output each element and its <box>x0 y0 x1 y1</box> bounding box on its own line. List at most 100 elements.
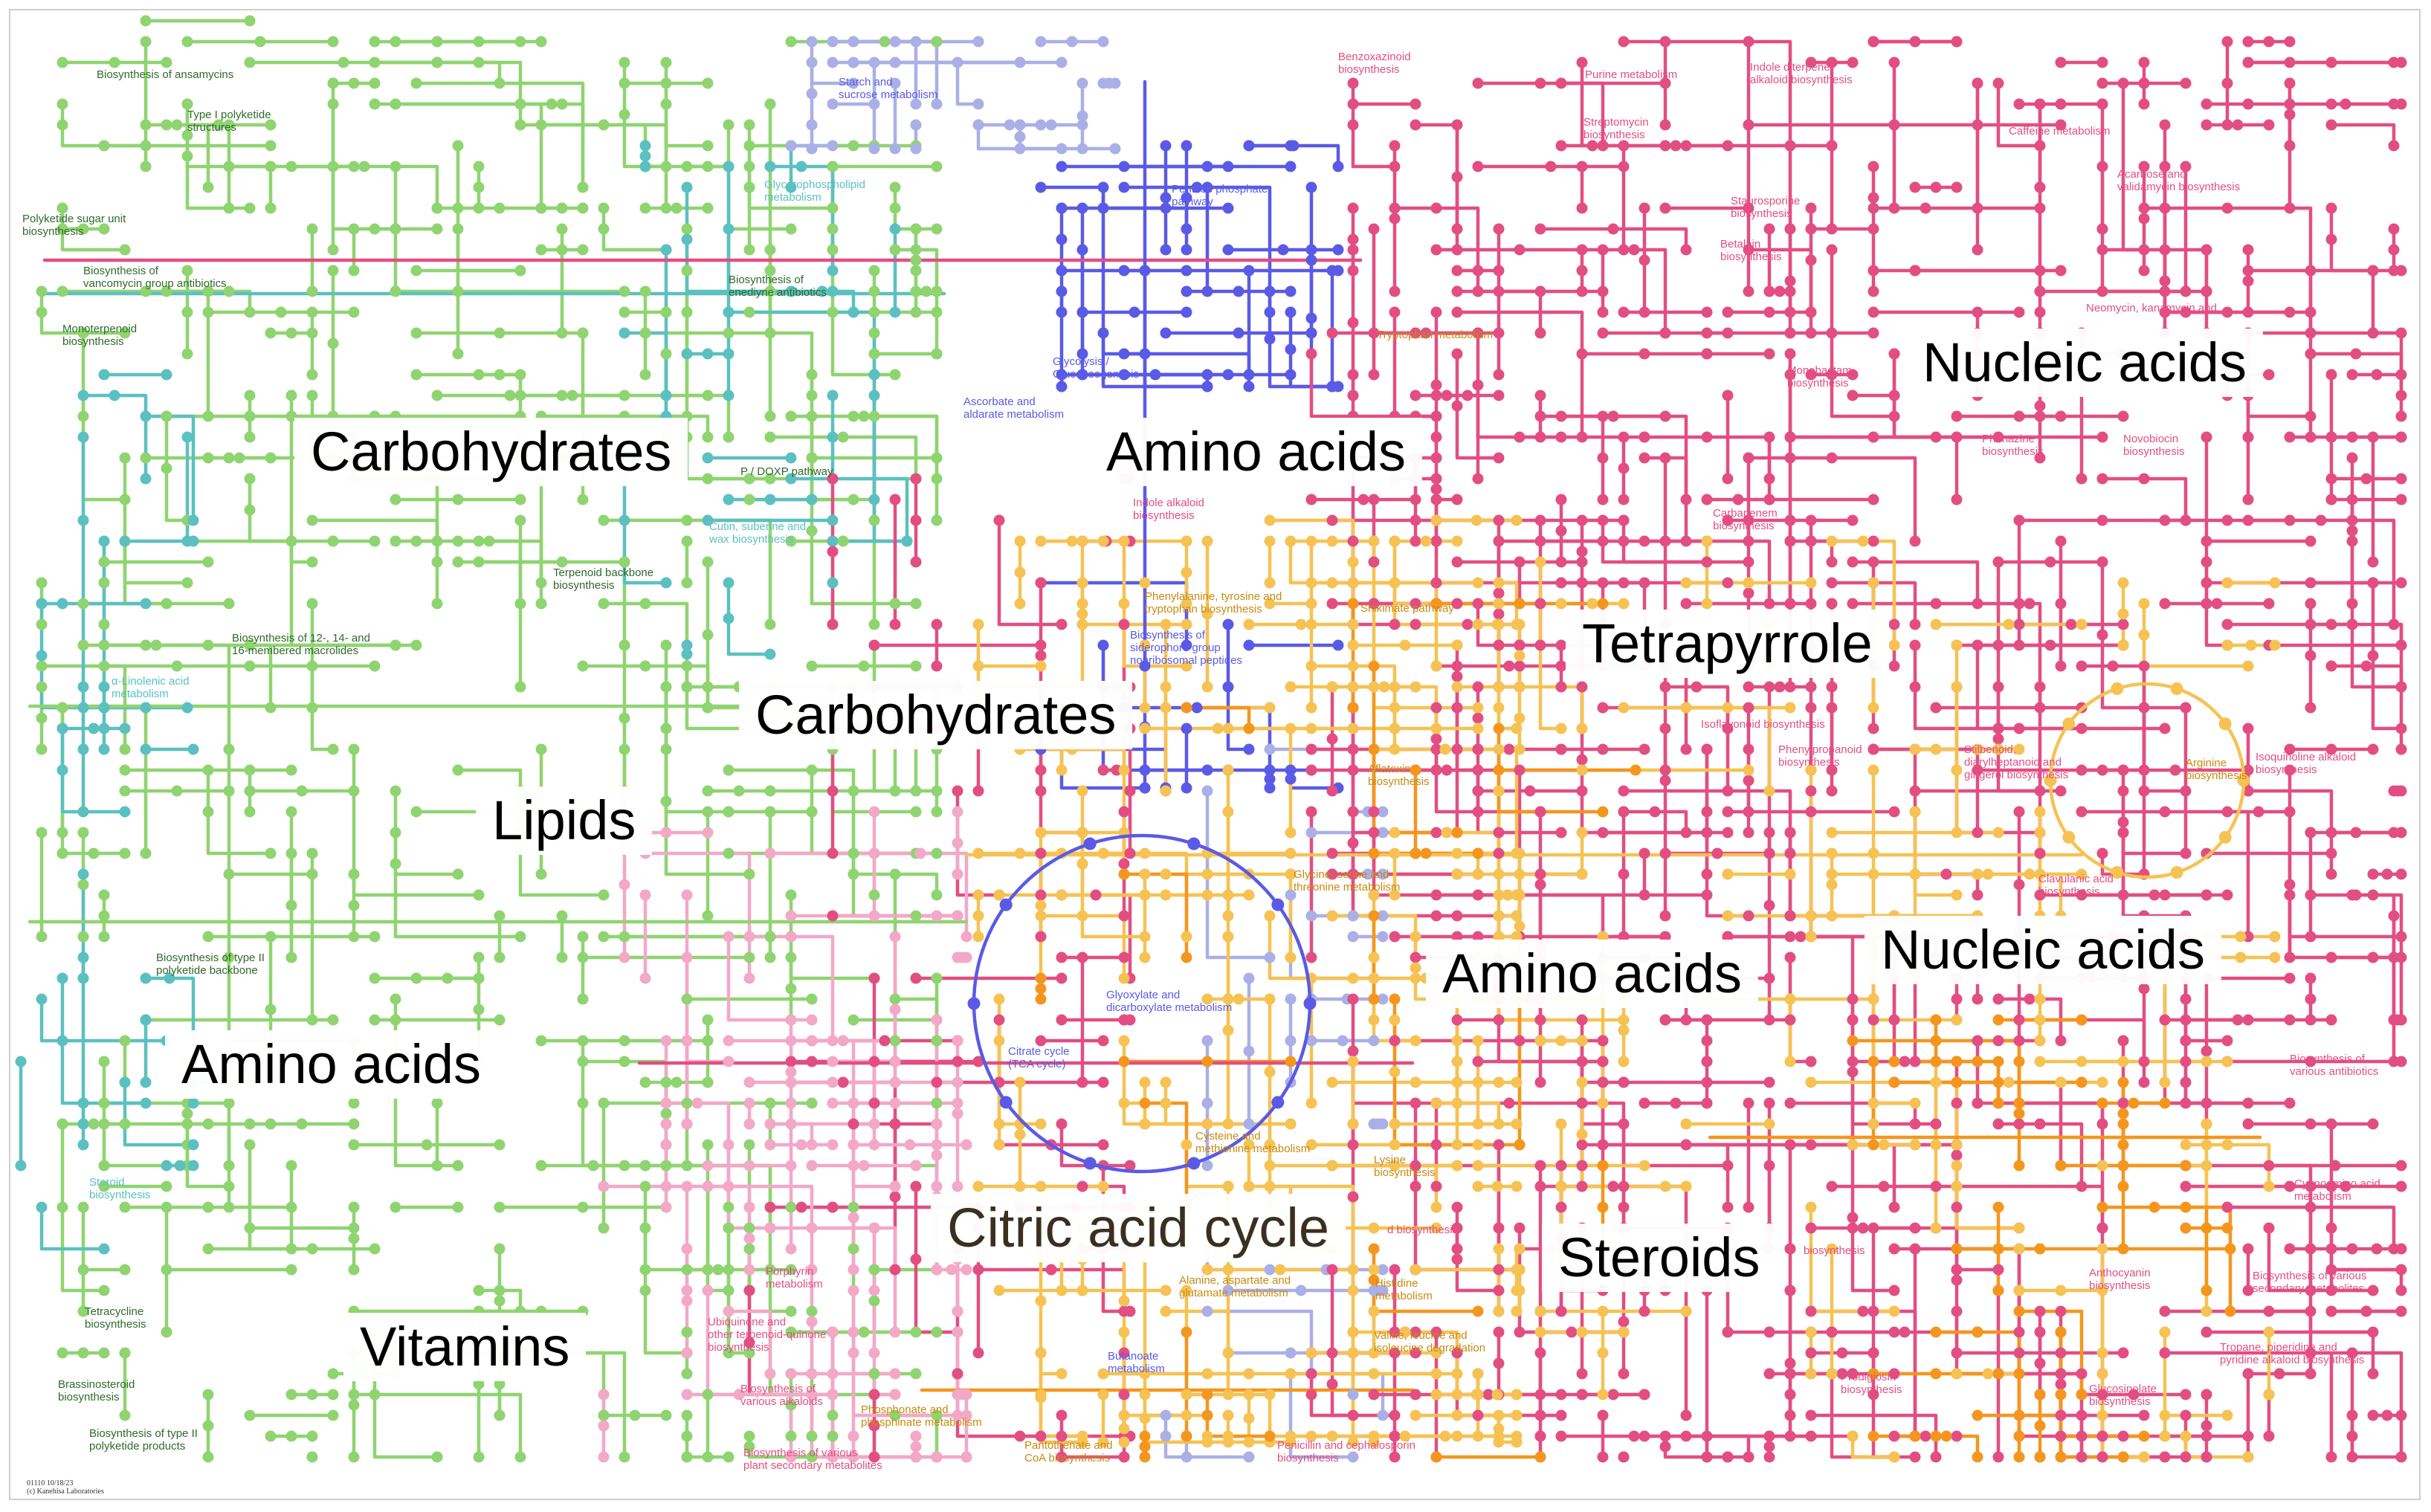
compound-node <box>1826 598 1838 610</box>
compound-node <box>660 1097 672 1109</box>
compound-node <box>2180 702 2192 714</box>
compound-node <box>2340 1180 2351 1192</box>
compound-node <box>1472 577 1484 589</box>
compound-node <box>931 452 943 464</box>
compound-node <box>2201 431 2212 443</box>
compound-node <box>1867 36 1879 48</box>
compound-node <box>868 1056 880 1067</box>
compound-node <box>2013 639 2025 651</box>
compound-node <box>1014 847 1026 859</box>
compound-node <box>1056 161 1068 172</box>
reaction-line <box>1850 1018 1938 1126</box>
compound-node <box>223 1160 235 1172</box>
compound-node <box>993 1014 1005 1026</box>
compound-node <box>442 972 453 984</box>
compound-node <box>1410 681 1421 693</box>
compound-node <box>140 473 152 485</box>
compound-node <box>619 77 630 89</box>
reaction-line <box>2267 1226 2375 1293</box>
compound-node <box>993 993 1005 1005</box>
compound-node <box>619 952 630 963</box>
compound-node <box>2076 1409 2088 1421</box>
reaction-line <box>1268 914 1376 980</box>
compound-node <box>1930 1139 1942 1151</box>
compound-node <box>1847 390 1859 401</box>
compound-node <box>2013 743 2025 755</box>
compound-node <box>202 806 214 818</box>
compound-node <box>265 1118 277 1130</box>
reaction-line <box>1913 268 2042 294</box>
compound-node <box>2138 1409 2150 1421</box>
compound-node <box>535 1035 547 1047</box>
compound-node <box>1222 910 1234 922</box>
compound-node <box>723 1180 735 1192</box>
compound-node <box>119 743 131 755</box>
compound-node <box>1441 827 1453 839</box>
compound-node <box>1534 879 1546 891</box>
compound-node <box>77 972 89 984</box>
compound-node <box>1826 764 1838 776</box>
compound-node <box>1951 1139 1963 1151</box>
compound-node <box>1181 285 1192 297</box>
compound-node <box>2221 119 2233 131</box>
compound-node <box>1524 785 1536 797</box>
compound-node <box>1076 910 1088 922</box>
compound-node <box>1576 785 1588 797</box>
compound-node <box>1972 202 1983 214</box>
compound-node <box>785 140 797 152</box>
compound-node <box>1618 577 1630 589</box>
compound-node <box>827 1451 839 1463</box>
compound-node <box>2360 660 2372 672</box>
compound-node <box>1847 1014 1859 1026</box>
compound-node <box>1888 390 1900 401</box>
compound-node <box>1056 972 1068 984</box>
compound-node <box>36 285 48 297</box>
compound-node <box>1576 1128 1588 1140</box>
reaction-line <box>2350 1351 2403 1459</box>
compound-node <box>1867 702 1879 714</box>
compound-node <box>1076 110 1088 122</box>
compound-node <box>848 494 859 505</box>
compound-node <box>1847 1139 1859 1151</box>
compound-node <box>868 143 880 155</box>
compound-node <box>1774 681 1786 693</box>
compound-node <box>1118 161 1130 172</box>
compound-node <box>1493 847 1505 859</box>
compound-node <box>1555 598 1567 610</box>
compound-node <box>2395 639 2407 651</box>
compound-node <box>1659 535 1671 547</box>
compound-node <box>1867 535 1879 547</box>
compound-node <box>1743 36 1754 48</box>
compound-node <box>1118 1389 1130 1400</box>
reaction-line <box>539 414 710 439</box>
compound-node <box>1124 1160 1136 1172</box>
compound-node <box>1743 827 1754 839</box>
compound-node <box>1368 1430 1380 1442</box>
compound-node <box>119 1201 131 1213</box>
compound-node <box>2305 431 2317 443</box>
compound-node <box>702 1076 714 1088</box>
compound-node <box>181 1118 193 1130</box>
compound-node <box>1056 233 1068 245</box>
compound-node <box>1410 952 1421 963</box>
compound-node <box>452 494 464 505</box>
compound-node <box>1470 514 1482 526</box>
compound-node <box>244 1409 256 1421</box>
compound-node <box>1451 1347 1463 1359</box>
compound-node <box>1472 712 1484 724</box>
compound-node <box>1639 743 1650 755</box>
compound-node <box>2034 400 2046 412</box>
compound-node <box>2395 681 2407 693</box>
compound-node <box>1056 1409 1068 1421</box>
reaction-line <box>726 310 876 377</box>
reaction-line <box>1642 456 1688 543</box>
compound-node <box>1035 931 1047 943</box>
reaction-line <box>2371 331 2403 398</box>
compound-node <box>1160 1305 1172 1317</box>
compound-node <box>2055 410 2067 422</box>
compound-node <box>785 535 797 547</box>
compound-node <box>2325 202 2337 214</box>
compound-node <box>1368 1347 1380 1359</box>
compound-node <box>827 140 839 152</box>
compound-node <box>2159 306 2171 318</box>
